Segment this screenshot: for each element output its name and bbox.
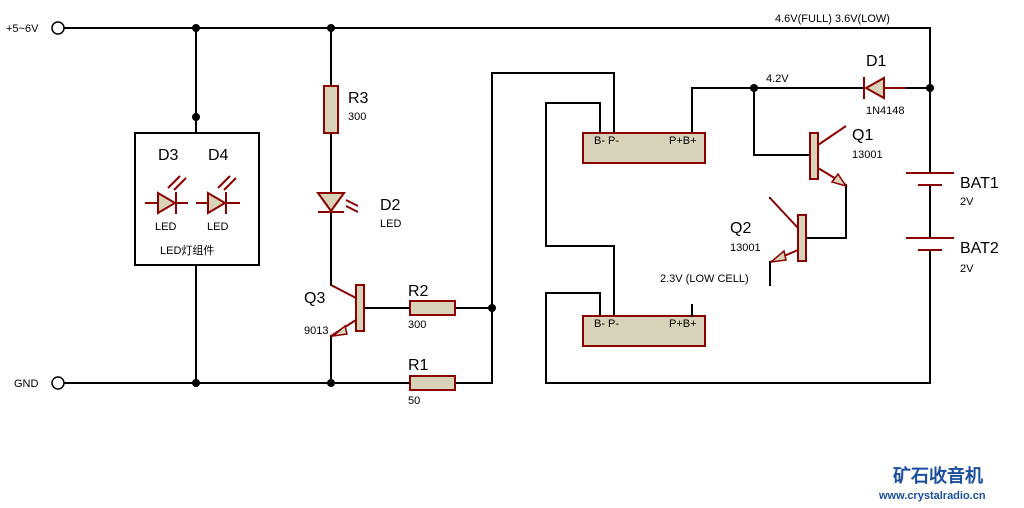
d4-label: D4 [208,147,229,164]
battery-bat2: BAT2 2V [906,237,999,275]
q2-name: Q2 [730,220,751,237]
ic-top-right-pins: P+B+ [669,135,697,147]
bat2-name: BAT2 [960,240,999,257]
ic-bottom-left-pins: B- P- [594,318,619,330]
bat2-value: 2V [960,263,974,275]
d4-type: LED [207,221,228,233]
q2-type: 13001 [730,242,761,254]
watermark: 矿石收音机 www.crystalradio.cn [878,465,986,502]
resistor-r1: R1 50 [408,357,456,407]
r1-name: R1 [408,357,429,374]
transistor-q1: Q1 13001 [809,125,883,188]
protection-ic-bottom: B- P- P+B+ [582,304,706,347]
terminal-vplus: +5~6V [6,21,65,35]
vplus-label: +5~6V [6,23,39,35]
voltage-mid: 4.2V [766,73,789,85]
resistor-r3: R3 300 [323,85,369,134]
led-d3-symbol [145,175,188,215]
voltage-top: 4.6V(FULL) 3.6V(LOW) [775,13,890,25]
r2-value: 300 [408,319,426,331]
d1-name: D1 [866,53,887,70]
bat1-value: 2V [960,196,974,208]
terminal-gnd: GND [14,376,65,390]
r1-value: 50 [408,395,420,407]
d3-type: LED [155,221,176,233]
led-d4-symbol [196,175,240,215]
q1-name: Q1 [852,127,873,144]
q3-name: Q3 [304,290,325,307]
wires [63,27,931,384]
diode-d1: D1 1N4148 [863,53,906,117]
led-module: D3 D4 LED LED LED灯组件 [134,132,260,266]
r3-value: 300 [348,111,366,123]
transistor-q3: Q3 9013 [304,284,365,338]
d2-type: LED [380,218,401,230]
battery-bat1: BAT1 2V [906,172,999,208]
ic-bottom-right-pins: P+B+ [669,318,697,330]
q1-type: 13001 [852,149,883,161]
resistor-r2: R2 300 [408,283,456,331]
led-d2: D2 LED [316,192,401,230]
watermark-cn: 矿石收音机 [893,465,983,487]
protection-ic-top: B- P- P+B+ [582,132,706,164]
d3-label: D3 [158,147,179,164]
d2-name: D2 [380,197,401,214]
bat1-name: BAT1 [960,175,999,192]
ic-top-left-pins: B- P- [594,135,619,147]
d1-type: 1N4148 [866,105,905,117]
r3-name: R3 [348,90,369,107]
r2-name: R2 [408,283,429,300]
watermark-url: www.crystalradio.cn [878,490,986,502]
led-module-title: LED灯组件 [160,243,214,257]
junctions [192,24,934,387]
gnd-label: GND [14,378,39,390]
voltage-low: 2.3V (LOW CELL) [660,273,749,285]
transistor-q2: Q2 13001 [730,197,807,286]
q3-type: 9013 [304,325,328,337]
